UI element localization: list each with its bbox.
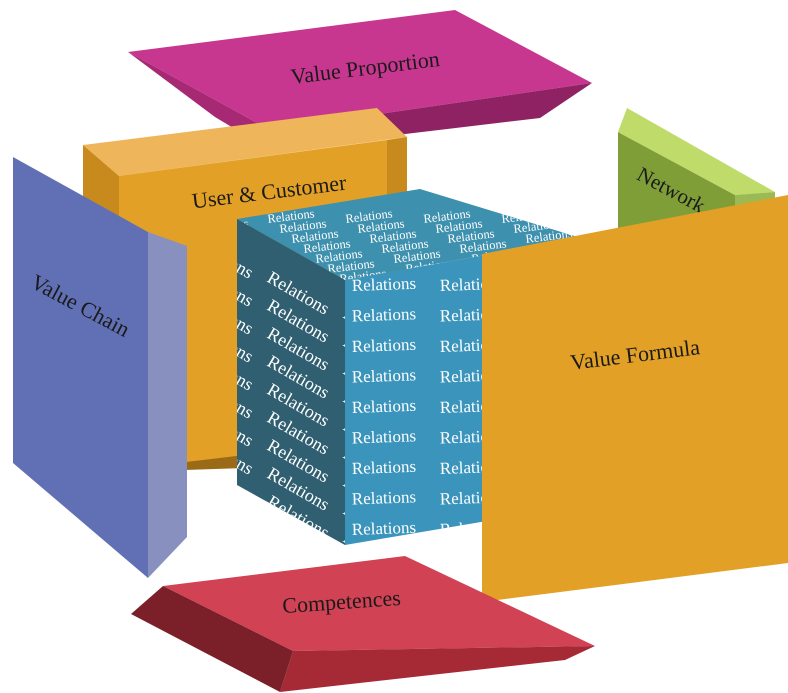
relations-cube-top-face: [237, 189, 581, 280]
relations-front-text: Relations: [351, 304, 416, 325]
relations-top-text: Relations: [369, 226, 418, 246]
relations-front-text: Relations: [351, 487, 416, 508]
competences-side-face: [131, 586, 293, 692]
relations-top-text: Relations: [345, 206, 394, 226]
relations-front-text: Relations: [351, 335, 416, 356]
relations-front-text: Relations: [351, 396, 416, 417]
value-chain-block: Value Chain: [13, 157, 187, 578]
relations-top-text: Relations: [279, 216, 328, 236]
competences-front-face: [280, 646, 595, 692]
value-formula-face: [482, 195, 788, 602]
relations-top-text: Relations: [303, 236, 352, 256]
relations-front-text: Relations: [351, 426, 416, 447]
relations-top-text: Relations: [447, 226, 496, 246]
relations-front-text: Relations: [351, 457, 416, 478]
relations-top-text: Relations: [435, 216, 484, 236]
user-customer-top-face: [83, 108, 407, 176]
value-chain-side-face: [148, 232, 187, 578]
competences-block: Competences: [131, 556, 595, 692]
relations-top-text: Relations: [315, 246, 364, 266]
relations-top-text: Relations: [381, 236, 430, 256]
value-proportion-top-face: [128, 10, 592, 130]
value-formula-block: Value Formula: [482, 195, 788, 602]
relations-top-text: Relations: [459, 236, 508, 256]
relations-top-text: Relations: [327, 256, 376, 276]
relations-left-text: Relations: [188, 483, 257, 534]
network-top-face: [618, 108, 775, 195]
relations-top-text: Relations: [357, 216, 406, 236]
relations-front-text: Relations: [351, 365, 416, 386]
relations-top-text: Relations: [393, 246, 442, 266]
competences-top-face: [163, 556, 595, 651]
relations-top-text: Relations: [423, 206, 472, 226]
value-proportion-front-face: [128, 52, 270, 150]
relations-front-text: Relations: [351, 518, 416, 539]
value-chain-face: [13, 157, 148, 578]
relations-front-text: Relations: [351, 274, 416, 295]
relations-cube-left-face: [237, 219, 345, 545]
relations-top-text: Relations: [291, 226, 340, 246]
